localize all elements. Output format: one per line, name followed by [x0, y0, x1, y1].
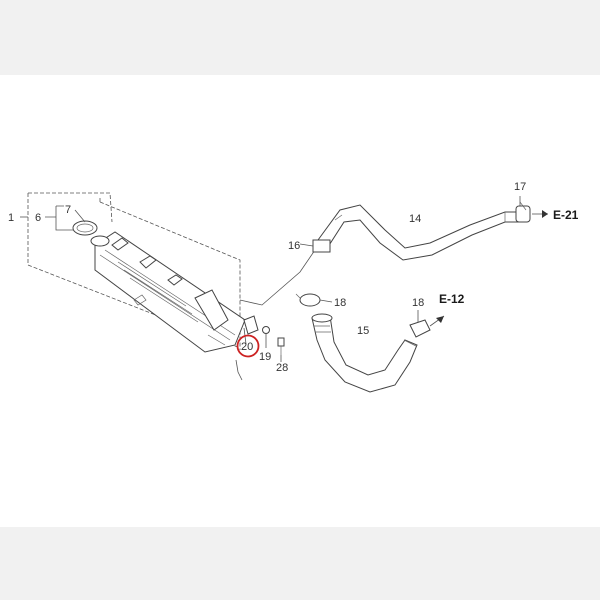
highlighted-callout-20[interactable]: 20: [236, 334, 260, 358]
radiator: [94, 231, 246, 353]
callout-6: 6: [35, 212, 41, 224]
callout-17: 17: [514, 181, 526, 193]
callout-19: 19: [259, 351, 271, 363]
drain-bolt: [243, 315, 285, 362]
callout-7: 7: [65, 204, 71, 216]
callout-20: 20: [241, 341, 253, 353]
callout-18-left: 18: [334, 297, 346, 309]
callout-15: 15: [357, 325, 369, 337]
callout-16: 16: [288, 240, 300, 252]
callout-18-right: 18: [412, 297, 424, 309]
lower-hose: [311, 313, 418, 393]
hose-clamp-18-left: [295, 293, 333, 307]
callout-28: 28: [276, 362, 288, 374]
hose-clamp-18-right: [409, 310, 445, 338]
highlight-circle: [236, 334, 260, 358]
leader-lines: [235, 249, 316, 381]
reference-e21[interactable]: E-21: [553, 208, 579, 222]
hose-clamp-17: [515, 196, 548, 223]
radiator-cap: [72, 209, 110, 247]
callout-1: 1: [8, 212, 14, 224]
reference-e12[interactable]: E-12: [439, 292, 465, 306]
callout-14: 14: [409, 213, 421, 225]
